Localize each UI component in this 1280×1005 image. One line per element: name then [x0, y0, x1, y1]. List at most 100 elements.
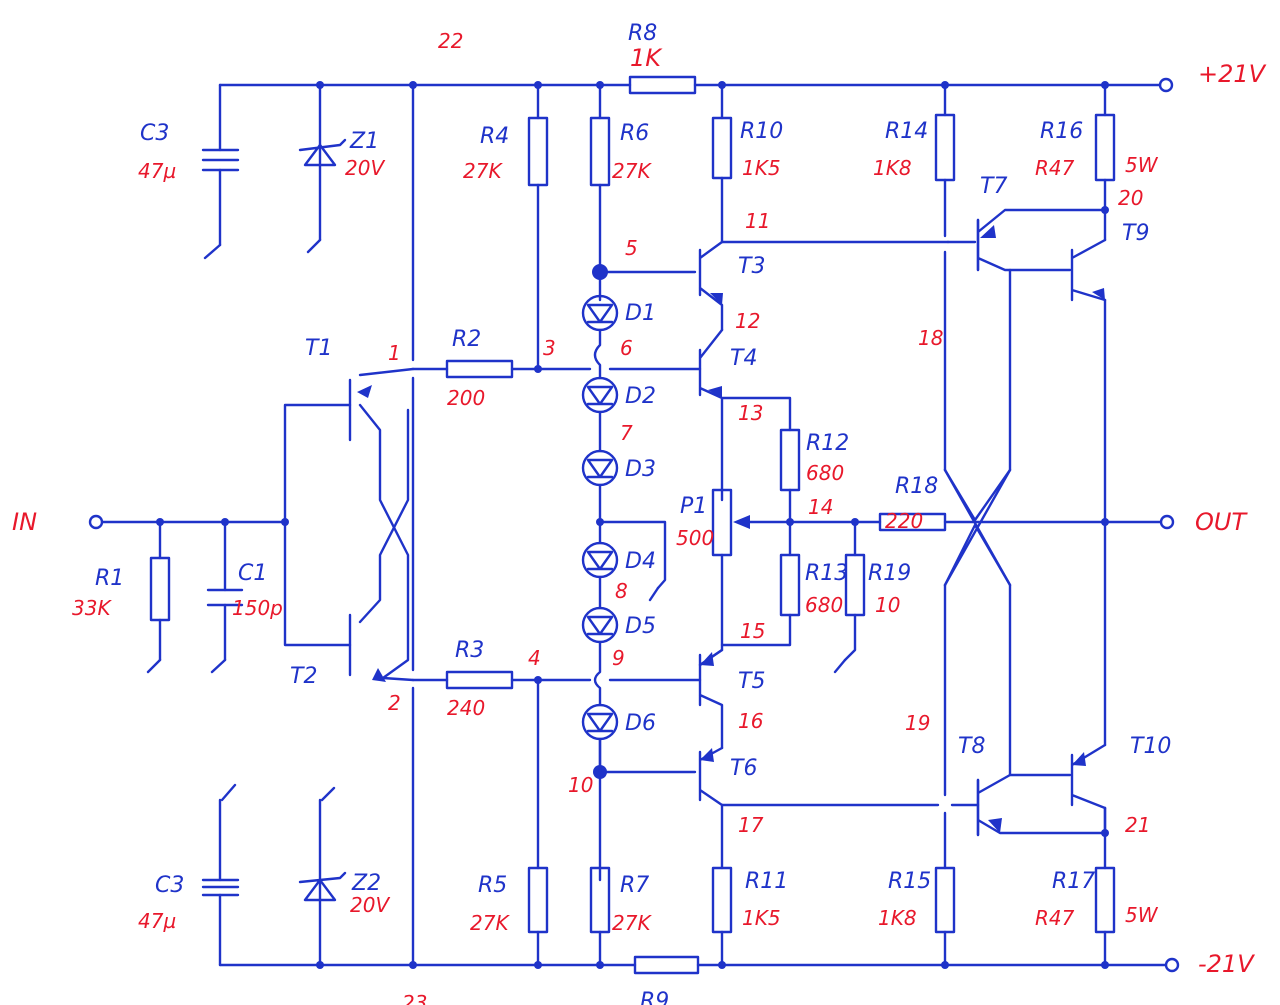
- t2-label: T2: [290, 664, 317, 689]
- d2-label: D2: [625, 384, 656, 409]
- vplus-terminal[interactable]: [1158, 77, 1174, 93]
- r4-value: 27K: [463, 159, 503, 183]
- t1-label: T1: [305, 336, 332, 361]
- r3-value: 240: [447, 696, 485, 720]
- d5-symbol: [581, 606, 619, 644]
- zener-symbols: [298, 138, 347, 902]
- r11-value: 1K5: [742, 906, 781, 930]
- r6-ref: R6: [620, 121, 649, 146]
- t10-label: T10: [1130, 734, 1171, 759]
- p1-ref: P1: [680, 494, 707, 519]
- d6-label: D6: [625, 711, 656, 736]
- z1-symbol: [298, 138, 347, 167]
- r11-body: [711, 866, 733, 934]
- r19-body: [844, 553, 866, 617]
- z1-value: 20V: [345, 156, 385, 180]
- c3-plates: [201, 878, 240, 897]
- r17-ref: R17: [1052, 869, 1095, 894]
- r2-body: [445, 359, 514, 379]
- node-16: 16: [738, 709, 763, 733]
- output-terminal[interactable]: [1159, 514, 1175, 530]
- r17-body: [1094, 866, 1116, 934]
- r1-value: 33K: [72, 596, 112, 620]
- r16-ref: R16: [1040, 119, 1083, 144]
- output-label: OUT: [1195, 508, 1248, 536]
- p1-wiper-arrow: [733, 515, 750, 529]
- r18-value: 220: [885, 509, 923, 533]
- node-1: 1: [388, 341, 401, 365]
- node-9: 9: [612, 646, 625, 670]
- transistor-arrows: [357, 225, 1105, 833]
- r6-value: 27K: [612, 159, 652, 183]
- r14-body: [934, 113, 956, 182]
- t5-label: T5: [738, 669, 765, 694]
- r16-rating: 5W: [1125, 153, 1159, 177]
- capacitor-plates: [201, 148, 244, 897]
- node-2: 2: [388, 691, 401, 715]
- d3-symbol: [581, 449, 619, 487]
- r18-ref: R18: [895, 474, 938, 499]
- vminus-label: -21V: [1198, 950, 1255, 978]
- input-terminal[interactable]: [88, 514, 104, 530]
- vplus-label: +21V: [1198, 60, 1267, 88]
- r9-body: [633, 955, 700, 975]
- t8-label: T8: [958, 734, 985, 759]
- r17-rating: 5W: [1125, 903, 1159, 927]
- input-label: IN: [12, 508, 37, 536]
- node-19: 19: [905, 711, 930, 735]
- node-17: 17: [738, 813, 764, 837]
- r1-body: [149, 556, 171, 622]
- resistor-bodies: [149, 75, 1116, 975]
- r4-ref: R4: [480, 124, 509, 149]
- r9-ref: R9: [640, 989, 669, 1005]
- r13-ref: R13: [805, 561, 848, 586]
- t9-label: T9: [1122, 221, 1149, 246]
- d3-label: D3: [625, 457, 656, 482]
- r8-body: [628, 75, 697, 95]
- r12-body: [779, 428, 801, 492]
- z1-ref: Z1: [349, 129, 379, 154]
- r5-value: 27K: [470, 911, 510, 935]
- t3-label: T3: [738, 254, 765, 279]
- r4-body: [527, 116, 549, 187]
- r10-value: 1K5: [742, 156, 781, 180]
- c2-plates: [201, 148, 240, 172]
- c1-plates: [206, 588, 244, 607]
- r19-ref: R19: [868, 561, 911, 586]
- node-21: 21: [1125, 813, 1150, 837]
- z2-value: 20V: [350, 893, 390, 917]
- vminus-terminal[interactable]: [1164, 957, 1180, 973]
- node-23: 23: [402, 991, 427, 1005]
- node-14: 14: [808, 495, 833, 519]
- t7-label: T7: [980, 174, 1007, 199]
- z2-ref: Z2: [351, 871, 381, 896]
- node-15: 15: [740, 619, 765, 643]
- c1-value: 150p: [232, 596, 283, 620]
- diode-symbols: [581, 294, 619, 774]
- r14-value: 1K8: [873, 156, 912, 180]
- r2-ref: R2: [452, 327, 481, 352]
- node-7: 7: [620, 421, 633, 445]
- d6-symbol: [581, 703, 619, 741]
- node-numbers: 1 2 3 4 5 6 7 8 9 10 11 12 13 14 15 16 1…: [388, 29, 1150, 1005]
- r13-body: [779, 553, 801, 617]
- node-3: 3: [543, 336, 556, 360]
- t4-label: T4: [730, 346, 757, 371]
- t6-label: T6: [730, 756, 757, 781]
- r15-body: [934, 866, 956, 934]
- r8-ref: R8: [628, 21, 657, 46]
- node-13: 13: [738, 401, 763, 425]
- node-12: 12: [735, 309, 760, 333]
- d4-label: D4: [625, 549, 656, 574]
- c2-ref: C3: [140, 121, 169, 146]
- node-11: 11: [745, 209, 770, 233]
- wires: [101, 83, 1167, 967]
- r14-ref: R14: [885, 119, 928, 144]
- p1-value: 500: [676, 526, 714, 550]
- node-18: 18: [918, 326, 943, 350]
- node-6: 6: [620, 336, 633, 360]
- r12-value: 680: [806, 461, 844, 485]
- node-4: 4: [528, 646, 541, 670]
- node-20: 20: [1118, 186, 1143, 210]
